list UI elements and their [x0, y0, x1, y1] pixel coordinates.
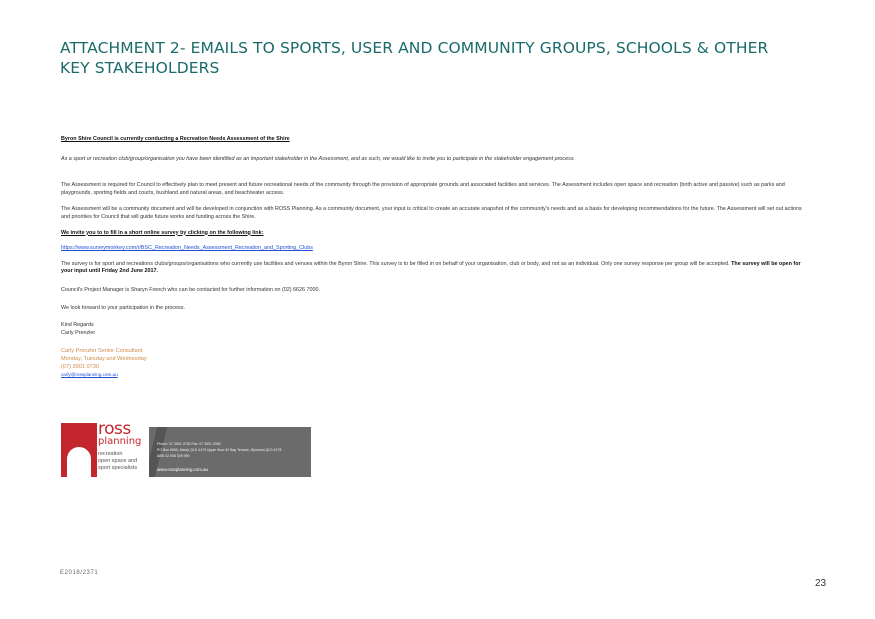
email-closing-name: Carly Prenzler [61, 329, 96, 336]
page-number: 23 [815, 578, 827, 589]
logo-wordmark: ross [98, 419, 131, 439]
signature-email-link[interactable]: carly@rossplanning.com.au [61, 372, 118, 378]
card-abn: ABN 32 508 029 959 [157, 454, 190, 458]
email-invite: We invite you to to fill in a short onli… [61, 229, 264, 236]
signature-title: Carly Prenzler Senior Consultant [61, 348, 143, 355]
email-intro: As a sport or recreation club/group/orga… [61, 155, 576, 162]
contact-card: Phone: 07 3901 0730 Fax: 07 3901 0350 PO… [149, 427, 311, 477]
email-paragraph-1: The Assessment is required for Council t… [61, 182, 785, 196]
survey-deadline: The survey will be open for your input u… [61, 260, 801, 275]
email-paragraph-4: Council's Project Manager is Sharyn Fren… [61, 286, 321, 293]
email-closing: Kind Regards [61, 322, 94, 329]
email-paragraph-2: The Assessment will be a community docum… [61, 206, 802, 220]
email-body: Byron Shire Council is currently conduct… [61, 136, 811, 379]
logo-tagline-1: recreation [98, 451, 123, 457]
signature-logo-area: ross planning recreation open space and … [61, 419, 311, 477]
logo-planning-text: planning [98, 436, 142, 447]
logo-arch-shape [67, 447, 91, 477]
card-address: PO Box 5660, Manly QLD 4179 Upper floor … [157, 448, 282, 452]
ross-planning-logo: ross planning recreation open space and … [61, 419, 151, 477]
signature-phone: (07) 3901 0730 [61, 364, 99, 371]
survey-link[interactable]: https://www.surveymonkey.com/r/BSC_Recre… [61, 245, 313, 252]
logo-tagline-2: open space and [98, 458, 138, 464]
document-reference: E2018/2371 [60, 570, 99, 576]
signature-days: Monday, Tuesday and Wednesday [61, 356, 147, 363]
logo-tagline-3: sport specialists [98, 465, 138, 471]
card-website-link[interactable]: www.rossplanning.com.au [157, 467, 209, 472]
email-signature: Carly Prenzler Senior Consultant Monday,… [61, 347, 811, 379]
survey-info: The survey is for sport and recreations … [61, 260, 730, 267]
card-phone-fax: Phone: 07 3901 0730 Fax: 07 3901 0350 [157, 442, 221, 446]
page-heading: ATTACHMENT 2- EMAILS TO SPORTS, USER AND… [60, 39, 769, 77]
email-paragraph-5: We look forward to your participation in… [61, 304, 185, 311]
card-details: Phone: 07 3901 0730 Fax: 07 3901 0350 PO… [157, 441, 281, 459]
logo-tagline: recreation open space and sport speciali… [98, 451, 148, 472]
email-subject: Byron Shire Council is currently conduct… [61, 136, 290, 142]
email-paragraph-3: The survey is for sport and recreations … [61, 261, 811, 276]
